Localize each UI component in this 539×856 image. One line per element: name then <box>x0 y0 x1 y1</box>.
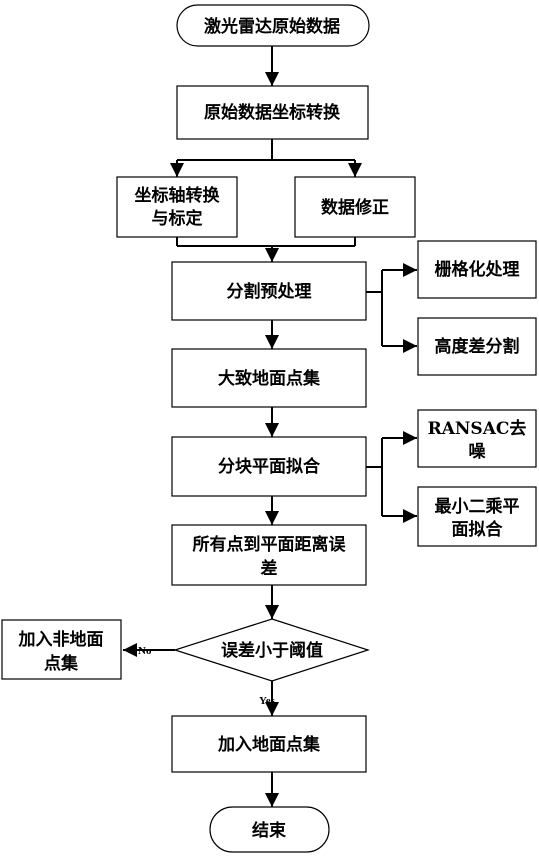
end-label: 结束 <box>252 820 286 841</box>
data-correction-label: 数据修正 <box>321 197 389 218</box>
distance-error-label-line1: 所有点到平面距离误 <box>193 534 347 555</box>
least-squares-box <box>417 486 537 547</box>
add-ground-label: 加入地面点集 <box>217 734 321 755</box>
least-squares-label-line1: 最小二乘平 <box>435 497 520 517</box>
ransac-label-line1: RANSAC去 <box>428 418 527 439</box>
block-fitting-box <box>171 436 367 497</box>
ransac-label-line2: 噪 <box>469 442 487 462</box>
edge-labels: No Yes <box>138 645 276 707</box>
start-label: 激光雷达原始数据 <box>204 16 340 37</box>
axis-calibration-label-line2: 与标定 <box>152 208 203 229</box>
coord-transform-label: 原始数据坐标转换 <box>204 102 341 123</box>
end-terminal <box>209 806 330 853</box>
nodes <box>1 4 537 853</box>
block-fitting-label: 分块平面拟合 <box>218 456 321 477</box>
segmentation-label: 分割预处理 <box>227 281 312 302</box>
data-correction-box <box>294 176 416 238</box>
grid-processing-box <box>417 240 537 299</box>
add-non-ground-label-line1: 加入非地面 <box>18 629 104 650</box>
rough-ground-box <box>171 348 367 408</box>
height-diff-box <box>417 317 537 376</box>
start-terminal <box>176 4 370 47</box>
grid-processing-label: 栅格化处理 <box>435 259 520 280</box>
node-labels: 激光雷达原始数据 原始数据坐标转换 坐标轴转换 与标定 数据修正 分割预处理 栅… <box>18 16 527 841</box>
yes-edge-label: Yes <box>259 695 276 707</box>
coord-transform-box <box>176 85 369 140</box>
add-non-ground-label-line2: 点集 <box>44 653 79 674</box>
distance-error-box <box>171 524 367 586</box>
add-non-ground-box <box>1 619 122 680</box>
edges <box>123 46 417 807</box>
add-ground-box <box>171 715 367 773</box>
axis-calibration-box <box>116 176 238 238</box>
distance-error-label-line2: 差 <box>261 558 278 579</box>
decision-diamond <box>173 618 370 682</box>
rough-ground-label: 大致地面点集 <box>218 368 321 389</box>
axis-calibration-label-line1: 坐标轴转换 <box>135 185 221 206</box>
decision-label: 误差小于阈值 <box>221 640 323 661</box>
least-squares-label-line2: 面拟合 <box>452 519 504 540</box>
segmentation-box <box>171 261 367 321</box>
height-diff-label: 高度差分割 <box>435 336 520 357</box>
ransac-box <box>417 409 537 468</box>
no-edge-label: No <box>138 645 152 657</box>
